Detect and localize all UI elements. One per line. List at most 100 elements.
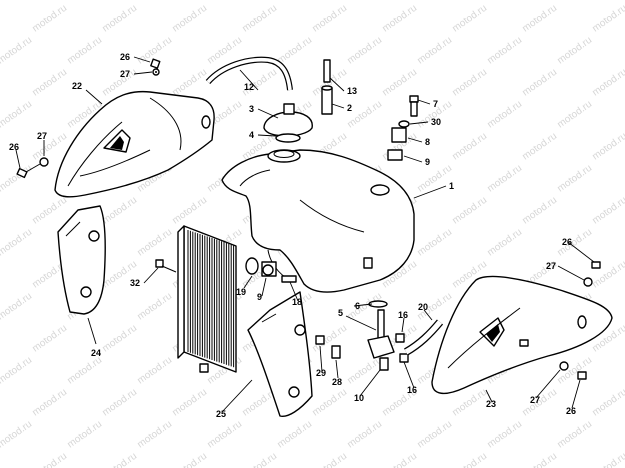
watermark-text: motod.ru xyxy=(0,419,34,451)
fuel-tank xyxy=(221,149,415,293)
callout-26-top: 26 xyxy=(120,52,130,62)
watermark-text: motod.ru xyxy=(415,0,454,2)
callout-16-top: 16 xyxy=(398,310,408,320)
watermark-text: motod.ru xyxy=(240,3,279,35)
watermark-text: motod.ru xyxy=(100,451,139,468)
watermark-text: motod.ru xyxy=(135,291,174,323)
radiator xyxy=(177,225,237,373)
watermark-text: motod.ru xyxy=(30,67,69,99)
watermark-text: motod.ru xyxy=(135,419,174,451)
radiator-guard xyxy=(247,291,313,417)
watermark-text: motod.ru xyxy=(0,99,34,131)
bolt-26-left xyxy=(16,157,49,179)
watermark-text: motod.ru xyxy=(555,163,594,195)
watermark-text: motod.ru xyxy=(135,227,174,259)
watermark-text: motod.ru xyxy=(485,0,524,2)
callout-6: 6 xyxy=(355,301,360,311)
left-side-panel xyxy=(57,205,106,315)
watermark-text: motod.ru xyxy=(415,227,454,259)
watermark-text: motod.ru xyxy=(590,131,625,163)
watermark-text: motod.ru xyxy=(450,3,489,35)
watermark-text: motod.ru xyxy=(275,0,314,2)
watermark-text: motod.ru xyxy=(135,355,174,387)
watermark-text: motod.ru xyxy=(170,3,209,35)
callout-20: 20 xyxy=(418,302,428,312)
watermark-text: motod.ru xyxy=(310,3,349,35)
watermark-text: motod.ru xyxy=(65,355,104,387)
watermark-text: motod.ru xyxy=(345,0,384,2)
watermark-text: motod.ru xyxy=(170,387,209,419)
callout-4: 4 xyxy=(249,130,254,140)
watermark-text: motod.ru xyxy=(310,451,349,468)
filler-cap xyxy=(263,103,313,143)
watermark-text: motod.ru xyxy=(590,451,625,468)
watermark-text: motod.ru xyxy=(345,35,384,67)
callout-12: 12 xyxy=(244,82,254,92)
callout-32: 32 xyxy=(130,278,140,288)
callout-18: 18 xyxy=(292,297,302,307)
callout-16-bottom: 16 xyxy=(407,385,417,395)
callout-23: 23 xyxy=(486,399,496,409)
watermark-text: motod.ru xyxy=(485,419,524,451)
callout-24: 24 xyxy=(91,348,101,358)
callout-1: 1 xyxy=(449,181,454,191)
callout-13: 13 xyxy=(347,86,357,96)
breather-hose xyxy=(205,56,293,91)
watermark-text: motod.ru xyxy=(100,323,139,355)
watermark-text: motod.ru xyxy=(345,419,384,451)
watermark-text: motod.ru xyxy=(170,67,209,99)
watermark-text: motod.ru xyxy=(590,67,625,99)
watermark-text: motod.ru xyxy=(30,195,69,227)
watermark-text: motod.ru xyxy=(65,0,104,2)
watermark-text: motod.ru xyxy=(100,387,139,419)
watermark-text: motod.ru xyxy=(485,35,524,67)
callout-27-top: 27 xyxy=(120,69,130,79)
bolt-26-right-top xyxy=(583,261,601,287)
watermark-text: motod.ru xyxy=(205,419,244,451)
screw-32 xyxy=(155,259,177,273)
callout-7: 7 xyxy=(433,99,438,109)
grommet-set xyxy=(245,257,297,283)
watermark-text: motod.ru xyxy=(275,419,314,451)
watermark-text: motod.ru xyxy=(590,387,625,419)
watermark-text: motod.ru xyxy=(590,195,625,227)
callout-28: 28 xyxy=(332,377,342,387)
watermark-text: motod.ru xyxy=(380,451,419,468)
watermark-text: motod.ru xyxy=(30,387,69,419)
watermark-text: motod.ru xyxy=(555,0,594,2)
watermark-text: motod.ru xyxy=(0,355,34,387)
watermark-text: motod.ru xyxy=(520,3,559,35)
watermark-text: motod.ru xyxy=(30,451,69,468)
watermark-text: motod.ru xyxy=(0,35,34,67)
leader-lines xyxy=(15,56,595,413)
watermark-text: motod.ru xyxy=(380,67,419,99)
watermark-text: motod.ru xyxy=(275,35,314,67)
watermark-text: motod.ru xyxy=(0,163,34,195)
bolt-26-top xyxy=(150,58,161,76)
watermark-text: motod.ru xyxy=(520,131,559,163)
watermark-text: motod.ru xyxy=(415,419,454,451)
callout-29: 29 xyxy=(316,368,326,378)
watermark-text: motod.ru xyxy=(520,451,559,468)
watermark-text: motod.ru xyxy=(555,99,594,131)
radiator-fins xyxy=(187,230,235,368)
callout-27-left: 27 xyxy=(37,131,47,141)
callouts: 26 27 22 27 26 12 13 2 3 4 7 30 8 9 1 26… xyxy=(9,52,576,419)
watermark-text: motod.ru xyxy=(0,0,34,2)
watermark-text: motod.ru xyxy=(310,387,349,419)
watermark-text: motod.ru xyxy=(520,195,559,227)
watermark-text: motod.ru xyxy=(415,35,454,67)
callout-30: 30 xyxy=(431,117,441,127)
callout-8: 8 xyxy=(425,137,430,147)
watermark-text: motod.ru xyxy=(555,355,594,387)
watermark-text: motod.ru xyxy=(555,35,594,67)
callout-26-left: 26 xyxy=(9,142,19,152)
fuel-hose xyxy=(403,319,444,356)
watermark-text: motod.ru xyxy=(100,195,139,227)
callout-10: 10 xyxy=(354,393,364,403)
callout-9-top: 9 xyxy=(425,157,430,167)
watermark-text: motod.ru xyxy=(135,0,174,2)
watermark-text: motod.ru xyxy=(30,323,69,355)
callout-27-right-bottom: 27 xyxy=(530,395,540,405)
